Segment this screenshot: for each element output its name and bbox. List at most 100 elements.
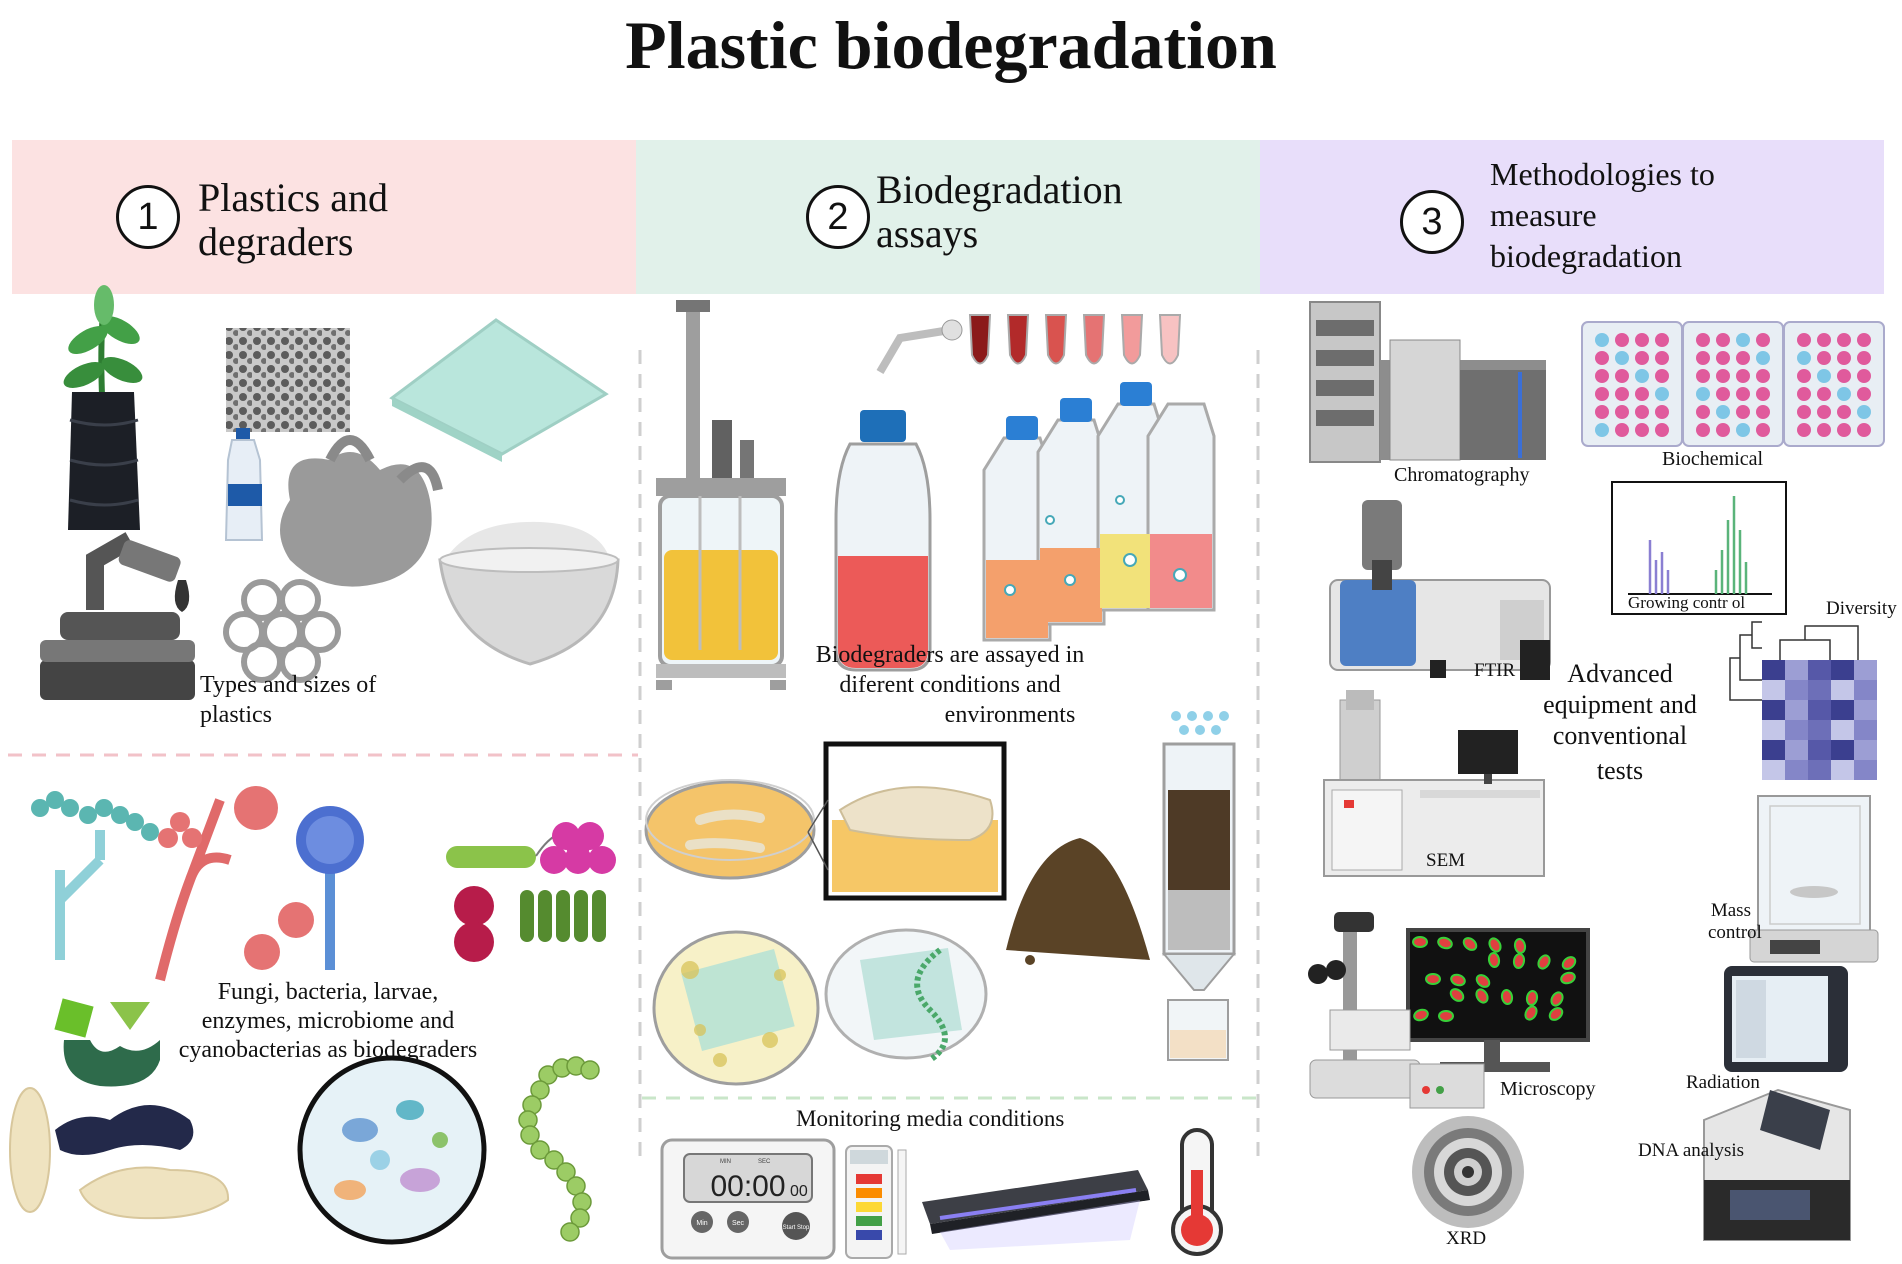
section-3-title-line: Methodologies to bbox=[1490, 156, 1715, 192]
section-2-number: 2 bbox=[806, 185, 870, 249]
heatmap-cell bbox=[1831, 680, 1854, 700]
section-2-title-line: assays bbox=[876, 211, 979, 256]
timer-icon: 00:00 00 MIN SEC Min Sec Start Stop bbox=[660, 1138, 836, 1260]
well bbox=[1696, 369, 1710, 383]
well bbox=[1837, 369, 1851, 383]
fungi-icon bbox=[31, 786, 364, 982]
cell bbox=[1560, 971, 1576, 985]
degraders-line: Fungi, bacteria, larvae, bbox=[217, 979, 439, 1005]
heatmap-cell bbox=[1808, 700, 1831, 720]
cell bbox=[1561, 956, 1577, 970]
well-grid-1 bbox=[1595, 333, 1669, 437]
heatmap-cell bbox=[1785, 700, 1808, 720]
sem-icon bbox=[1323, 690, 1545, 877]
well bbox=[1716, 369, 1730, 383]
well bbox=[1696, 333, 1710, 347]
cyanobacteria-icon bbox=[518, 1056, 600, 1242]
well bbox=[1655, 423, 1669, 437]
well bbox=[1817, 387, 1831, 401]
well bbox=[1857, 351, 1871, 365]
larvae-icon bbox=[9, 1087, 230, 1220]
degraders-line: enzymes, microbiome and bbox=[201, 1008, 455, 1034]
well bbox=[1756, 405, 1770, 419]
soil-column-icon bbox=[1161, 711, 1237, 1061]
types-sizes-line: plastics bbox=[200, 702, 272, 728]
section-3-title: Methodologies to measure biodegradation bbox=[1490, 154, 1715, 277]
section-1-title-line: degraders bbox=[198, 219, 354, 264]
timer-min-label: MIN bbox=[720, 1159, 731, 1165]
radiation-chamber-icon bbox=[1724, 966, 1848, 1072]
bioreactor-icon bbox=[656, 300, 786, 690]
thermometer-icon bbox=[1171, 1128, 1223, 1256]
well bbox=[1696, 351, 1710, 365]
heatmap-cell bbox=[1854, 680, 1877, 700]
ftir-label: FTIR bbox=[1474, 660, 1516, 681]
well bbox=[1857, 387, 1871, 401]
microbiome-icon bbox=[297, 1055, 487, 1245]
cell bbox=[1524, 1005, 1538, 1021]
well bbox=[1817, 369, 1831, 383]
well bbox=[1857, 405, 1871, 419]
heatmap-cell bbox=[1785, 680, 1808, 700]
well bbox=[1635, 369, 1649, 383]
well bbox=[1655, 387, 1669, 401]
section-2-title: Biodegradation assays bbox=[876, 168, 1123, 256]
well bbox=[1857, 369, 1871, 383]
timer-display: 00:00 bbox=[710, 1170, 785, 1203]
section-3-number: 3 bbox=[1400, 190, 1464, 254]
cell bbox=[1475, 974, 1491, 988]
well bbox=[1716, 333, 1730, 347]
assayed-label: Biodegraders are assayed in diferent con… bbox=[790, 640, 1110, 730]
well bbox=[1655, 351, 1669, 365]
heatmap-cell bbox=[1831, 760, 1854, 780]
heatmap-cell bbox=[1831, 660, 1854, 680]
degraders-label: Fungi, bacteria, larvae, enzymes, microb… bbox=[170, 978, 486, 1065]
well bbox=[1817, 405, 1831, 419]
assayed-line: Biodegraders are assayed in bbox=[815, 642, 1085, 668]
well bbox=[1797, 405, 1811, 419]
well bbox=[1756, 333, 1770, 347]
well bbox=[1857, 333, 1871, 347]
advanced-line: tests bbox=[1596, 756, 1644, 785]
well bbox=[1595, 369, 1609, 383]
cell bbox=[1488, 937, 1502, 953]
well bbox=[1716, 423, 1730, 437]
powder-bowl-icon bbox=[438, 521, 620, 666]
well bbox=[1837, 405, 1851, 419]
well bbox=[1756, 387, 1770, 401]
balance-icon bbox=[1749, 795, 1879, 963]
bottle-icon bbox=[224, 428, 264, 541]
heatmap-cell bbox=[1854, 660, 1877, 680]
well bbox=[1736, 423, 1750, 437]
monitoring-label: Monitoring media conditions bbox=[796, 1106, 1065, 1131]
chromatography-label: Chromatography bbox=[1394, 464, 1530, 486]
timer-sec-button: Sec bbox=[732, 1220, 745, 1227]
heatmap-cell bbox=[1831, 720, 1854, 740]
well bbox=[1635, 351, 1649, 365]
heatmap-cell bbox=[1785, 720, 1808, 740]
xrd-label: XRD bbox=[1446, 1228, 1487, 1249]
cell bbox=[1437, 936, 1453, 950]
plastic-sheet-icon bbox=[389, 318, 609, 462]
cell bbox=[1500, 989, 1514, 1005]
well bbox=[1655, 369, 1669, 383]
section-1-title: Plastics and degraders bbox=[198, 176, 388, 264]
well-grid-3 bbox=[1797, 333, 1871, 437]
biochemical-label: Biochemical bbox=[1662, 448, 1764, 470]
section-1-title-line: Plastics and bbox=[198, 175, 388, 220]
well bbox=[1837, 351, 1851, 365]
section-1-number: 1 bbox=[116, 185, 180, 249]
cell bbox=[1537, 954, 1551, 970]
heatmap-cell bbox=[1854, 720, 1877, 740]
section-2-title-line: Biodegradation bbox=[876, 167, 1123, 212]
mass-control-line: control bbox=[1708, 922, 1762, 943]
types-sizes-label: Types and sizes of plastics bbox=[200, 670, 376, 730]
well bbox=[1696, 387, 1710, 401]
well bbox=[1756, 351, 1770, 365]
well bbox=[1595, 333, 1609, 347]
petri-plastic-icon bbox=[652, 928, 988, 1086]
well bbox=[1716, 351, 1730, 365]
timer-start-button: Start Stop bbox=[783, 1225, 810, 1231]
heatmap-cell bbox=[1854, 700, 1877, 720]
